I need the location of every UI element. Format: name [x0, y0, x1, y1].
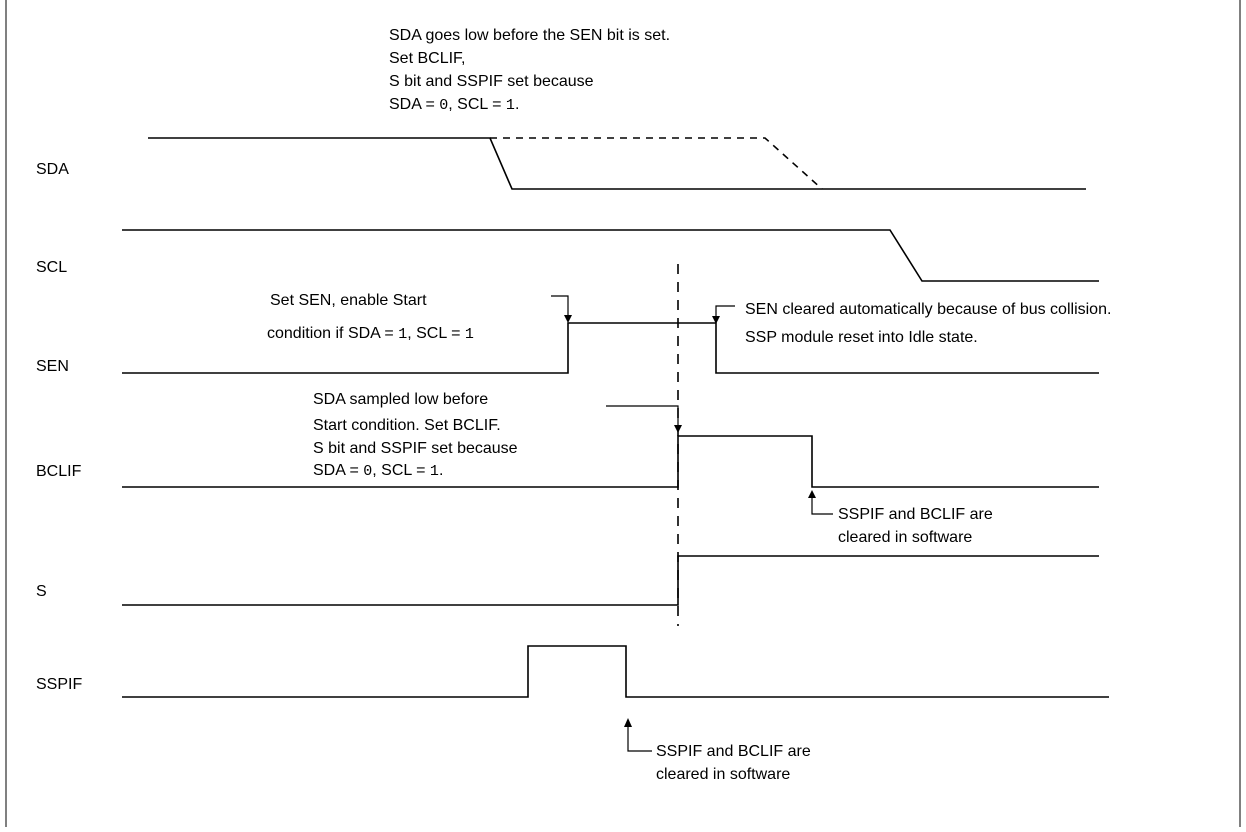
set-sen-leader [551, 295, 569, 316]
sen-cleared-leader [715, 305, 735, 317]
signal-label-sda: SDA [36, 161, 69, 178]
s-waveform [122, 555, 1099, 606]
sda-expected-waveform [490, 137, 823, 190]
cleared-lower-annotation-line1: SSPIF and BCLIF are [656, 743, 811, 760]
diagram-frame [5, 0, 1241, 827]
sen-cleared-arrowhead [712, 316, 720, 324]
sda-sampled-annotation-line4: SDA = 0, SCL = 1. [313, 462, 443, 480]
signal-label-bclif: BCLIF [36, 463, 82, 480]
top-annotation-line4: SDA = 0, SCL = 1. [389, 96, 519, 114]
sen-cleared-annotation-line1: SEN cleared automatically because of bus… [745, 301, 1111, 318]
cleared-lower-arrowhead [624, 718, 632, 727]
signal-label-s: S [36, 583, 47, 600]
sda-sampled-annotation-line1: SDA sampled low before [313, 391, 488, 408]
sda-sampled-leader [606, 405, 679, 426]
cleared-upper-annotation-line2: cleared in software [838, 529, 972, 546]
sda-sampled-annotation-line3: S bit and SSPIF set because [313, 440, 518, 457]
sspif-waveform [122, 645, 1109, 698]
signal-label-scl: SCL [36, 259, 67, 276]
set-sen-annotation-line2: condition if SDA = 1, SCL = 1 [267, 325, 474, 343]
cleared-upper-leader [811, 497, 833, 515]
bclif-waveform [122, 435, 1099, 488]
top-annotation-line1: SDA goes low before the SEN bit is set. [389, 27, 670, 44]
cleared-upper-annotation-line1: SSPIF and BCLIF are [838, 506, 993, 523]
top-annotation-line3: S bit and SSPIF set because [389, 73, 594, 90]
sda-waveform [148, 137, 1086, 190]
sen-waveform [122, 322, 1099, 374]
signal-label-sspif: SSPIF [36, 676, 82, 693]
cleared-lower-annotation-line2: cleared in software [656, 766, 790, 783]
set-sen-arrowhead [564, 315, 572, 323]
cleared-upper-arrowhead [808, 490, 816, 498]
scl-waveform [122, 229, 1099, 282]
sda-sampled-arrowhead [674, 425, 682, 433]
set-sen-annotation-line1: Set SEN, enable Start [270, 292, 427, 309]
cleared-lower-leader [627, 726, 652, 752]
sda-sampled-annotation-line2: Start condition. Set BCLIF. [313, 417, 501, 434]
signal-label-sen: SEN [36, 358, 69, 375]
top-annotation-line2: Set BCLIF, [389, 50, 465, 67]
sen-cleared-annotation-line2: SSP module reset into Idle state. [745, 329, 978, 346]
